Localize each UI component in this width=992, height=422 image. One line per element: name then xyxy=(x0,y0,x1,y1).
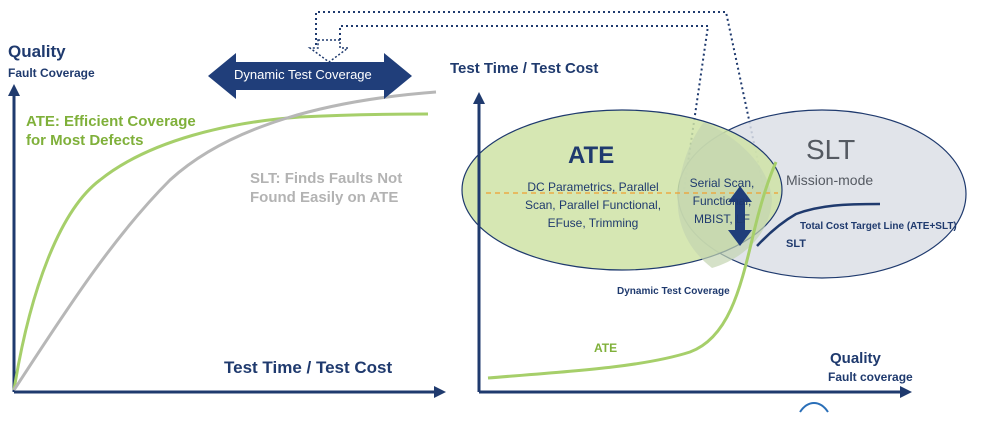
slt-ellipse-subtitle: Mission-mode xyxy=(786,172,874,188)
right-slt-curve xyxy=(756,202,881,247)
right-dynamic-coverage-label: Dynamic Test Coverage xyxy=(617,286,730,297)
right-y-title: Test Time / Test Cost xyxy=(450,60,599,77)
vertical-dynamic-arrow xyxy=(728,186,752,246)
left-x-arrowhead xyxy=(434,386,446,398)
overlap-line3: MBIST, LF xyxy=(693,212,750,226)
decorative-arc xyxy=(799,402,829,413)
overlap-line2: Functional, xyxy=(692,194,752,208)
right-slt-curve-label: SLT xyxy=(786,238,806,250)
left-slt-curve xyxy=(12,90,437,391)
left-y-title: Quality xyxy=(8,42,66,61)
left-dynamic-coverage-arrow xyxy=(208,53,412,99)
slt-ellipse-title: SLT xyxy=(806,134,856,165)
left-ate-note-line1: ATE: Efficient Coverage xyxy=(26,113,196,130)
right-x-subtitle: Fault coverage xyxy=(828,370,913,384)
left-ate-note-line2: for Most Defects xyxy=(26,132,144,149)
left-x-title: Test Time / Test Cost xyxy=(224,358,393,377)
left-y-arrowhead xyxy=(8,84,20,96)
left-slt-note-line1: SLT: Finds Faults Not xyxy=(250,170,403,187)
ate-ellipse-line3: EFuse, Trimming xyxy=(547,216,639,230)
dotted-down-arrow xyxy=(307,39,351,63)
right-y-arrowhead xyxy=(473,92,485,104)
right-x-title: Quality xyxy=(830,350,881,367)
overlap-line1: Serial Scan, xyxy=(689,176,755,190)
left-ate-curve xyxy=(12,112,429,391)
right-ate-curve xyxy=(487,161,778,380)
left-dynamic-coverage-label: Dynamic Test Coverage xyxy=(234,67,372,82)
dotted-connector-inner xyxy=(339,25,710,191)
total-cost-label: Total Cost Target Line (ATE+SLT) xyxy=(800,221,957,232)
ate-ellipse-line2: Scan, Parallel Functional, xyxy=(524,198,662,212)
ate-ellipse-line1: DC Parametrics, Parallel xyxy=(527,180,659,194)
ate-ellipse-title: ATE xyxy=(568,142,615,169)
right-ate-curve-label: ATE xyxy=(594,341,618,355)
left-y-subtitle: Fault Coverage xyxy=(8,66,95,80)
right-x-arrowhead xyxy=(900,386,912,398)
left-slt-note-line2: Found Easily on ATE xyxy=(250,189,399,206)
